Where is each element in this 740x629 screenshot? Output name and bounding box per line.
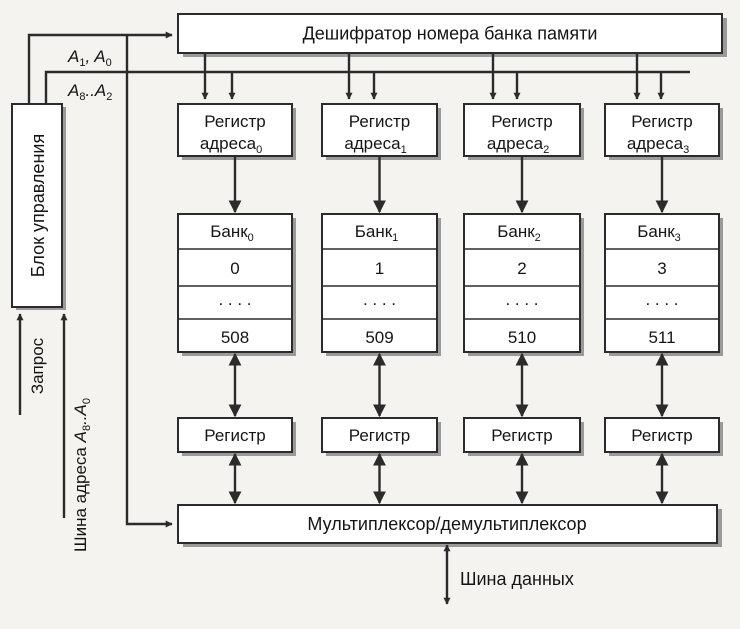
mux-label: Мультиплексор/демультиплексор [307,514,586,534]
address-register-label: Регистр [491,112,552,131]
address-bus-label: Шина адреса A8..A0 [71,398,93,552]
a8-a2-label: A8..A2 [67,81,112,103]
bank-label: Банк0 [210,222,254,244]
bank-label: Банк2 [497,222,541,244]
request-label: Запрос [28,337,47,394]
data-register-2 [463,417,581,453]
bank-cell: 1 [375,259,384,278]
decoder-box [177,13,723,54]
address-register-sublabel: адреса0 [200,134,262,156]
data-register-label: Регистр [204,426,265,445]
bank-cell: 511 [648,328,675,347]
data-register-1 [321,417,438,453]
bank-label: Банк3 [637,222,681,244]
bank-cell: 3 [657,259,666,278]
a1-a0-wire [27,31,173,104]
bank-cell-ellipsis: . . . . [218,290,251,309]
bank-cell: 2 [517,259,526,278]
address-register-label: Регистр [204,112,265,131]
bank-cell-ellipsis: . . . . [505,290,538,309]
data-register-label: Регистр [631,426,692,445]
address-register-label: Регистр [349,112,410,131]
address-register-label: Регистр [631,112,692,131]
address-register-1 [321,103,438,157]
bank-cell-ellipsis: . . . . [645,290,678,309]
address-register-2 [463,103,581,157]
memory-bank-2 [463,213,581,353]
a8-a2-bus [44,70,690,104]
address-register-sublabel: адреса3 [627,134,689,156]
bank-cell: 508 [221,328,249,347]
mux-box [177,504,718,544]
data-register-label: Регистр [349,426,410,445]
control-unit-label: Блок управления [28,134,48,277]
bank-cell: 509 [365,328,393,347]
address-register-0 [177,103,293,157]
memory-bank-3 [604,213,720,353]
memory-bank-1 [321,213,438,353]
a1-a0-label: A1, A0 [67,47,112,69]
mux-control-wire [125,35,173,528]
control-unit-box [11,103,63,308]
address-register-sublabel: адреса1 [344,134,406,156]
address-register-sublabel: адреса2 [487,134,549,156]
decoder-label: Дешифратор номера банка памяти [303,24,598,44]
bank-cell: 510 [508,328,536,347]
memory-bank-0 [177,213,293,353]
data-register-3 [604,417,720,453]
bank-label: Банк1 [355,222,399,244]
address-register-3 [604,103,720,157]
bank-cell: 0 [230,259,239,278]
data-register-0 [177,417,293,453]
bank-cell-ellipsis: . . . . [363,290,396,309]
data-bus-label: Шина данных [460,569,574,589]
data-register-label: Регистр [491,426,552,445]
